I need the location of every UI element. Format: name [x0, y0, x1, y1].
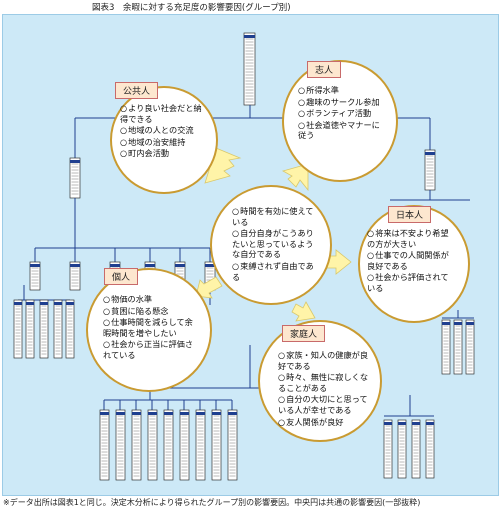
tree-node-left-0: [13, 299, 23, 359]
center-item-1: 自分自身がこうありたいと思っているような自分である: [232, 228, 318, 260]
ko-item-0: 物価の水準: [103, 294, 195, 305]
nihon-item-2: 社会から評価されている: [367, 272, 453, 293]
tree-node-bottom-7: [211, 409, 222, 481]
items-shi: 所得水準趣味のサークル参加ボランティア活動社会道徳やマナーに従う: [298, 85, 380, 142]
ko-item-1: 貧困に陥る懸念: [103, 306, 195, 317]
tree-node-left-1: [25, 299, 35, 359]
tree-node-br-3: [425, 419, 435, 479]
label-shi: 志人: [307, 61, 342, 78]
tree-node-bottom-2: [131, 409, 142, 481]
ko-item-3: 社会から正当に評価されている: [103, 339, 195, 360]
label-ko: 個人: [104, 268, 139, 285]
tree-node-l1-left: [69, 157, 81, 199]
tree-node-bottom-5: [179, 409, 190, 481]
ko-item-2: 仕事時間を減らして余暇時間を増やしたい: [103, 317, 195, 338]
label-kokyo: 公共人: [115, 82, 159, 99]
kokyo-item-3: 町内会活動: [120, 148, 206, 159]
tree-node-bottom-1: [115, 409, 126, 481]
kokyo-item-1: 地域の人との交流: [120, 125, 206, 136]
tree-node-bottom-8: [227, 409, 238, 481]
kokyo-item-0: より良い社会だと納得できる: [120, 103, 206, 124]
label-nihon: 日本人: [388, 206, 432, 223]
katei-item-3: 友人関係が良好: [278, 417, 370, 428]
tree-node-bottom-3: [147, 409, 158, 481]
nihon-item-1: 仕事での人間関係が良好である: [367, 250, 453, 271]
tree-node-br-2: [411, 419, 421, 479]
tree-node-right-2: [465, 319, 475, 375]
shi-item-0: 所得水準: [298, 85, 380, 96]
tree-node-l2-0: [29, 261, 41, 291]
tree-node-br-0: [383, 419, 393, 479]
figure-title: 図表3 余暇に対する充足度の影響要因(グループ別): [92, 3, 291, 13]
tree-root-node: [243, 32, 256, 106]
tree-node-bottom-6: [195, 409, 206, 481]
tree-node-right-0: [441, 319, 451, 375]
shi-item-2: ボランティア活動: [298, 108, 380, 119]
tree-node-left-3: [53, 299, 63, 359]
katei-item-0: 家族・知人の健康が良好である: [278, 350, 370, 371]
items-kokyo: より良い社会だと納得できる地域の人との交流地域の治安維持町内会活動: [120, 103, 206, 160]
items-katei: 家族・知人の健康が良好である時々、無性に寂しくなることがある自分の大切にと思って…: [278, 350, 370, 428]
tree-node-right-1: [453, 319, 463, 375]
tree-node-l2-1: [69, 261, 81, 291]
center-item-0: 時間を有効に使えている: [232, 206, 318, 227]
katei-item-1: 時々、無性に寂しくなることがある: [278, 372, 370, 393]
footnote: ※データ出所は図表1と同じ。決定木分析により得られたグループ別の影響要因。中央円…: [3, 498, 421, 507]
arrow-to-ko: [195, 276, 223, 299]
tree-node-br-1: [397, 419, 407, 479]
shi-item-3: 社会道徳やマナーに従う: [298, 120, 380, 141]
kokyo-item-2: 地域の治安維持: [120, 137, 206, 148]
center-items: 時間を有効に使えている自分自身がこうありたいと思っているような自分である束縛され…: [232, 206, 318, 283]
nihon-item-0: 将来は不安より希望の方が大きい: [367, 228, 453, 249]
center-item-2: 束縛されず自由である: [232, 261, 318, 282]
items-nihon: 将来は不安より希望の方が大きい仕事での人間関係が良好である社会から評価されている: [367, 228, 453, 295]
arrow-to-katei: [291, 301, 316, 322]
items-ko: 物価の水準貧困に陥る懸念仕事時間を減らして余暇時間を増やしたい社会から正当に評価…: [103, 294, 195, 362]
katei-item-2: 自分の大切にと思っている人が幸せである: [278, 394, 370, 415]
label-katei: 家庭人: [282, 325, 326, 342]
tree-node-bottom-4: [163, 409, 174, 481]
tree-node-left-2: [39, 299, 49, 359]
tree-node-left-4: [65, 299, 75, 359]
shi-item-1: 趣味のサークル参加: [298, 97, 380, 108]
tree-node-bottom-0: [99, 409, 110, 481]
